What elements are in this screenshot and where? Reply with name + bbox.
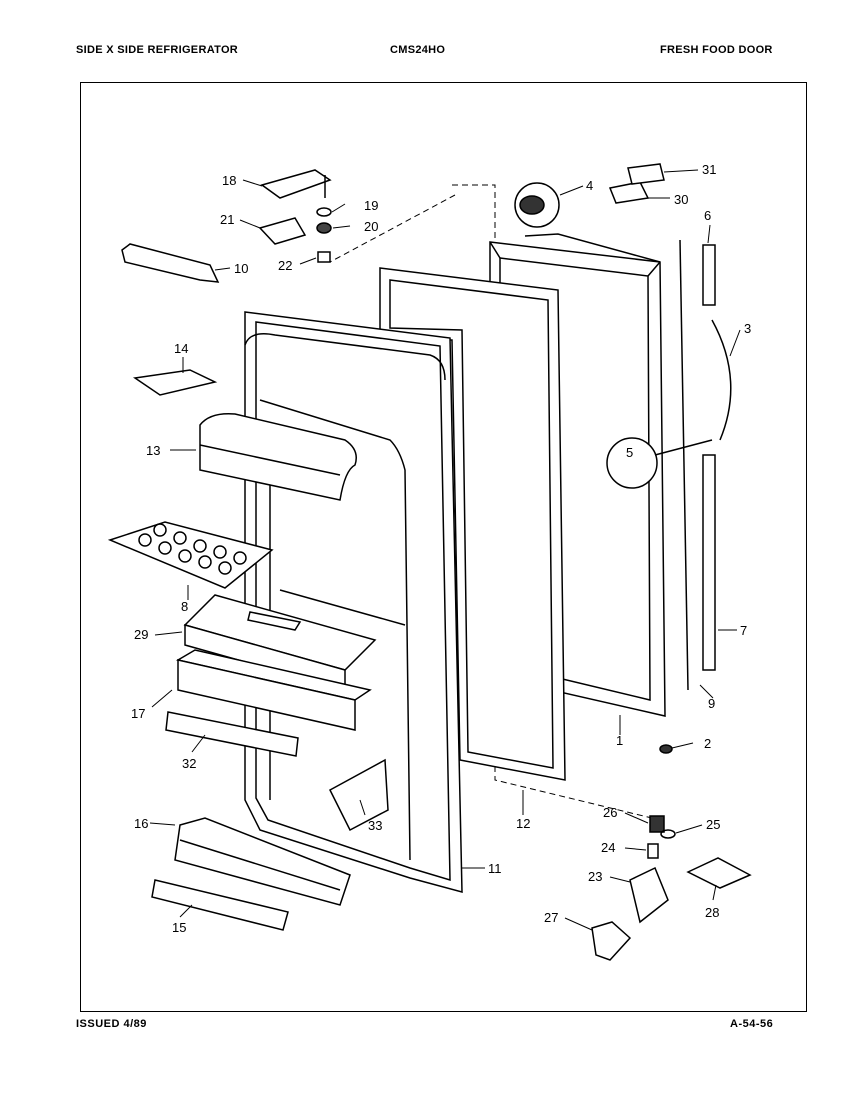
bottom-shelf [174, 817, 351, 906]
bracket-28 [686, 857, 752, 889]
butter-compartment [175, 649, 372, 731]
nut-22 [317, 251, 331, 263]
leader-lines [149, 169, 741, 931]
callout-10: 10 [234, 261, 248, 276]
callout-15: 15 [172, 920, 186, 935]
egg-tray [107, 521, 274, 589]
callout-22: 22 [278, 258, 292, 273]
dairy-compartment-door [199, 412, 357, 501]
washer-19 [316, 207, 332, 217]
callout-24: 24 [601, 840, 615, 855]
bracket-27 [591, 921, 632, 961]
plug-2 [659, 744, 673, 754]
trim-strip-15 [151, 879, 289, 931]
hinge-18 [260, 169, 332, 199]
callout-33: 33 [368, 818, 382, 833]
bushing-20 [316, 222, 332, 234]
callout-20: 20 [364, 219, 378, 234]
trim-9 [679, 239, 689, 691]
callout-27: 27 [544, 910, 558, 925]
callout-18: 18 [222, 173, 236, 188]
plate-31 [627, 163, 665, 185]
callout-16: 16 [134, 816, 148, 831]
trim-7 [702, 454, 716, 671]
door-handle-10 [121, 243, 220, 283]
footer-drawing-code: A-54-56 [730, 1018, 774, 1030]
trim-6 [702, 244, 716, 306]
header-model-number: CMS24HO [390, 44, 446, 56]
cable-3 [711, 319, 732, 441]
spring-26 [649, 815, 665, 833]
bracket-23 [629, 866, 669, 924]
callout-4: 4 [586, 178, 593, 193]
callout-19: 19 [364, 198, 378, 213]
shelf-bracket-33 [329, 758, 389, 832]
diagram-frame [80, 82, 807, 1012]
small-shelf [132, 369, 218, 396]
callout-12: 12 [516, 816, 530, 831]
callout-23: 23 [588, 869, 602, 884]
header-right-title: FRESH FOOD DOOR [660, 44, 773, 56]
header-left-title: SIDE X SIDE REFRIGERATOR [76, 44, 239, 56]
pin-24 [647, 843, 659, 859]
callout-17: 17 [131, 706, 145, 721]
hinge-21 [258, 217, 307, 245]
washer-25 [660, 829, 676, 839]
callout-1: 1 [616, 733, 623, 748]
callout-14: 14 [174, 341, 188, 356]
callout-3: 3 [744, 321, 751, 336]
callout-7: 7 [740, 623, 747, 638]
callout-29: 29 [134, 627, 148, 642]
butter-cover [183, 594, 377, 691]
callout-5: 5 [626, 445, 633, 460]
callout-8: 8 [181, 599, 188, 614]
callout-32: 32 [182, 756, 196, 771]
callout-25: 25 [706, 817, 720, 832]
callout-6: 6 [704, 208, 711, 223]
trim-strip-32 [165, 711, 299, 757]
callout-31: 31 [702, 162, 716, 177]
callout-28: 28 [705, 905, 719, 920]
callout-21: 21 [220, 212, 234, 227]
footer-issued: ISSUED 4/89 [76, 1018, 147, 1030]
callout-9: 9 [708, 696, 715, 711]
callout-2: 2 [704, 736, 711, 751]
callout-11: 11 [488, 861, 502, 876]
plate-30 [608, 181, 650, 204]
callout-30: 30 [674, 192, 688, 207]
callout-13: 13 [146, 443, 160, 458]
detail-circle-5 [606, 437, 658, 489]
callout-26: 26 [603, 805, 617, 820]
